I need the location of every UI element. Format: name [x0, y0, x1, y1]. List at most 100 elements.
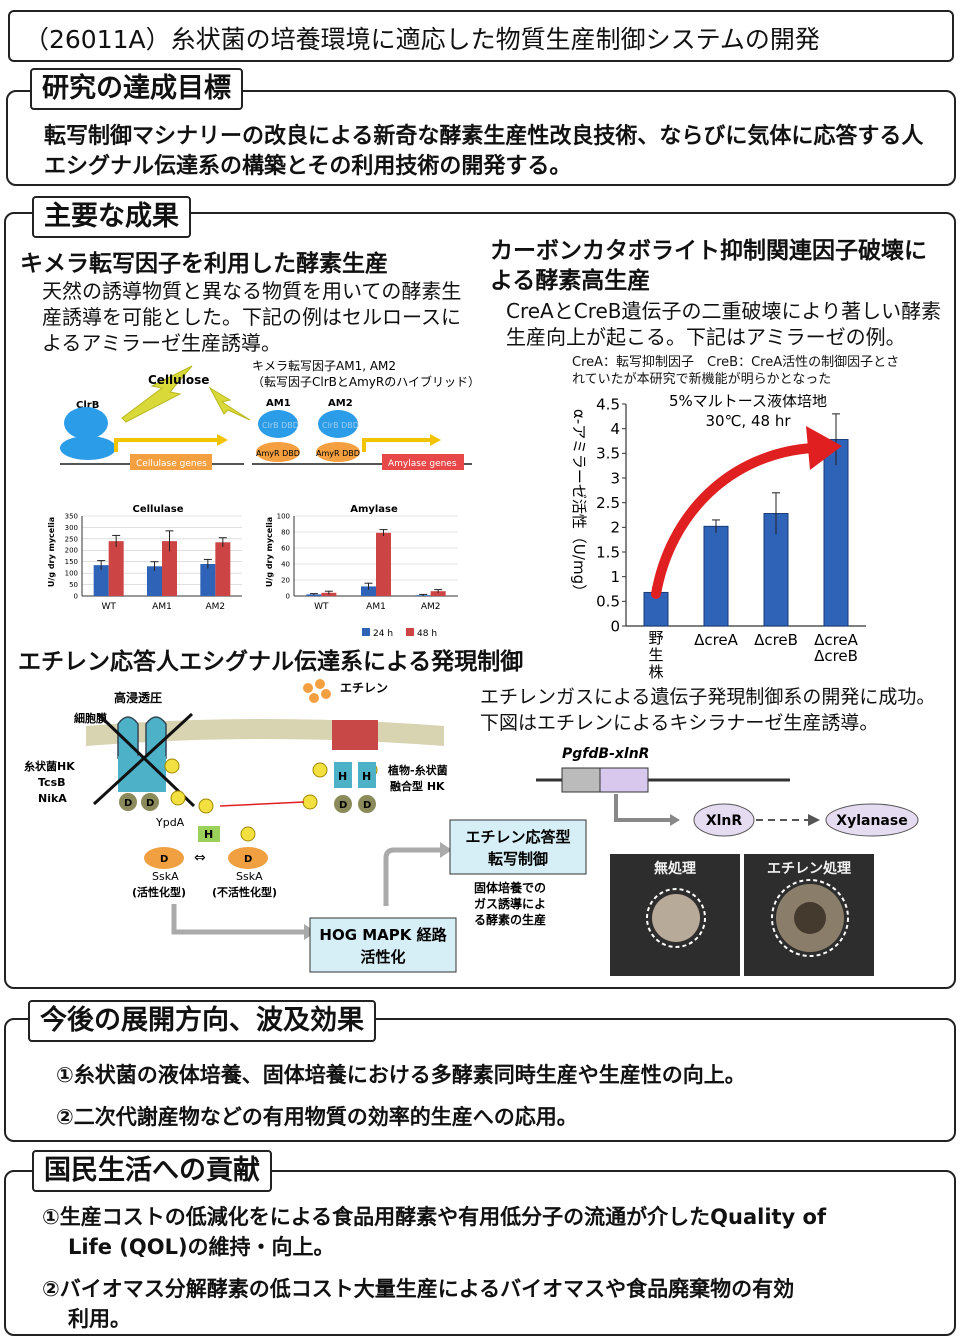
amylase-activity-chart: 5%マルトース液体培地 30℃, 48 hr α-アミラーゼ活性（U/mg） 0… [570, 394, 866, 681]
swap-arrow: ⇔ [194, 850, 206, 866]
active-label: (活性化型) [132, 885, 186, 899]
cell-membrane [86, 719, 444, 746]
xlnr-protein [693, 803, 755, 837]
ethylene-tf-line-1: エチレン応答型 [465, 828, 570, 846]
xlnr-label: XlnR [706, 813, 743, 829]
ethylene-molecule-icon [321, 689, 331, 699]
phosphate-icon [312, 762, 328, 778]
clrb-dbd-1: ClrB DBD [262, 421, 299, 430]
d-domain [358, 795, 376, 813]
ethylene-diagram: 高浸透圧 細胞膜 糸状菌HK TcsB NikA D D YpdA H D D … [24, 679, 587, 973]
sska-active [144, 847, 184, 869]
arrow-head [806, 426, 842, 470]
d-letter: D [124, 798, 132, 809]
phosphate-icon [240, 826, 256, 842]
future-heading: 今後の展開方向、波及効果 [28, 1000, 376, 1042]
solid-culture-line-1: 固体培養での [474, 880, 546, 895]
ethylene-text: エチレンガスによる遺伝子発現制御系の開発に成功。下図はエチレンによるキシラナーゼ… [480, 686, 936, 734]
y-tick-label: 350 [65, 512, 78, 520]
phosphate-icon [302, 794, 318, 810]
hog-box [309, 917, 457, 973]
ethylene-molecule-icon [315, 679, 325, 689]
transfer-arrow [219, 801, 305, 807]
y-tick-label: 1.5 [596, 543, 620, 561]
expression-arrow [362, 438, 430, 452]
osmotic-label: 高浸透圧 [114, 690, 162, 705]
cellulose-label: Cellulose [148, 373, 209, 387]
sska-inactive [228, 847, 268, 869]
contribution-item-1-line-1: ①生産コストの低減化をによる食品用酵素や有用低分子の流通が介したQuality … [42, 1205, 827, 1229]
clrb-dbd-2: ClrB DBD [322, 421, 359, 430]
bar [703, 525, 729, 627]
goal-text: 転写制御マシナリーの改良による新奇な酵素生産性改良技術、ならびに気体に応答する人… [44, 124, 924, 179]
y-tick-label: 2 [610, 519, 620, 537]
contribution-item-1-line-2: Life (QOL)の維持・向上。 [68, 1235, 335, 1259]
bar [93, 565, 109, 596]
solid-culture-line-2: ガス誘導によ [474, 896, 546, 911]
bar [306, 594, 322, 596]
d-letter: D [339, 800, 347, 811]
big-chart-title: 5%マルトース液体培地 [669, 394, 827, 410]
d-domain [334, 795, 352, 813]
carbon-title: カーボンカタボライト抑制関連因子破壊による酵素高生産 [490, 238, 927, 294]
xlnr-gene-box [599, 767, 649, 793]
arrow-head [430, 434, 441, 446]
flow-arrow [383, 847, 440, 906]
bar [376, 532, 391, 596]
h-letter: H [362, 770, 371, 783]
d-letter: D [363, 800, 371, 811]
y-tick-label: 3.5 [596, 445, 620, 463]
clrb-dbd [60, 436, 116, 460]
y-tick-label: 50 [69, 581, 78, 589]
arrow-head [440, 842, 452, 858]
legend-swatch-48h [406, 628, 414, 636]
bar [108, 541, 124, 596]
sska-label-1: SskA [152, 870, 179, 883]
chimera-note-2: （転写因子ClrBとAmyRのハイブリッド） [252, 374, 480, 389]
results-heading: 主要な成果 [32, 196, 191, 238]
x-tick-label: WT [314, 602, 329, 612]
x-tick-label: ΔcreB [754, 631, 798, 649]
x-tick-label: 株 [648, 663, 663, 681]
ypda-label: YpdA [155, 816, 185, 829]
y-tick-label: 250 [65, 535, 78, 543]
phosphate-icon [170, 790, 186, 806]
bar [361, 586, 376, 596]
am2-dbd [316, 442, 360, 462]
hk-label-3: NikA [38, 792, 67, 805]
bar [321, 592, 337, 596]
colony-icon [646, 888, 706, 948]
bar [430, 591, 446, 596]
lightning-icon [121, 365, 193, 423]
construct-label: PgfdB-xlnR [562, 746, 649, 762]
x-tick-label: AM1 [152, 602, 172, 612]
chimera-note-1: キメラ転写因子AM1, AM2 [252, 359, 396, 373]
sska-label-2: SskA [236, 870, 263, 883]
cellulase-chart: Cellulase U/g dry mycelia 05010015020025… [47, 504, 242, 612]
am2-protein [318, 410, 358, 438]
goal-heading: 研究の達成目標 [30, 68, 243, 110]
am2-label: AM2 [328, 398, 353, 409]
y-tick-label: 60 [281, 544, 290, 552]
h-letter: H [204, 828, 213, 841]
xylanase-label: Xylanase [836, 813, 907, 829]
arrow-head [670, 814, 680, 826]
x-tick-label: 生 [648, 646, 663, 664]
xylanase-protein [825, 803, 919, 837]
am1-dbd [256, 442, 300, 462]
bar [147, 566, 162, 596]
am1-protein [258, 410, 298, 438]
d-letter: D [160, 854, 168, 865]
y-tick-label: 0 [610, 617, 620, 635]
amyr-dbd-1: AmyR DBD [256, 449, 300, 458]
x-tick-label: 野 [648, 629, 663, 647]
ethylene-tf-line-2: 転写制御 [488, 850, 548, 868]
bar [162, 541, 177, 596]
cellulase-chart-title: Cellulase [132, 504, 183, 515]
h-letter: H [338, 770, 347, 783]
arrow-head [808, 814, 820, 826]
photo-treated: エチレン処理 [744, 854, 874, 976]
bar [215, 542, 231, 596]
